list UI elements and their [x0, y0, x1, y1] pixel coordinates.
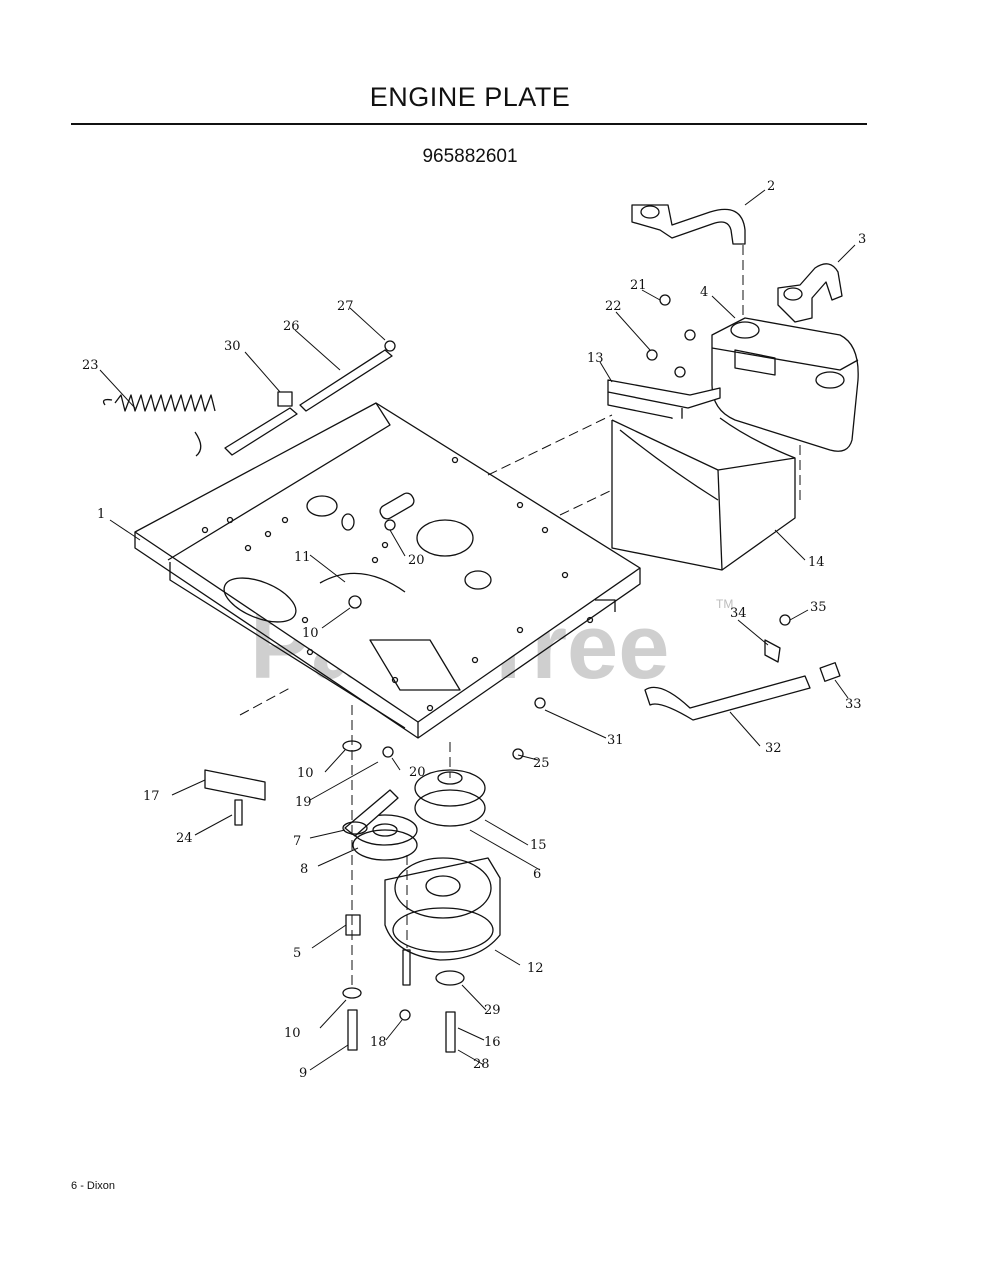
callout-23: 23 — [82, 358, 99, 373]
callout-30: 30 — [224, 339, 241, 354]
exhaust-pipe-part — [631, 204, 843, 323]
callout-25: 25 — [533, 756, 550, 771]
callout-12: 12 — [527, 961, 544, 976]
callout-31: 31 — [607, 733, 624, 748]
callout-20-top: 20 — [408, 553, 425, 568]
page-title: ENGINE PLATE — [369, 82, 571, 112]
pivot-rod-part — [224, 340, 396, 456]
callout-10-bottom: 10 — [284, 1026, 301, 1041]
callout-35: 35 — [810, 600, 827, 615]
electric-clutch-part — [384, 857, 501, 961]
washers-and-bolts — [204, 294, 791, 1053]
muffler-part — [711, 317, 859, 452]
callout-21: 21 — [630, 278, 647, 293]
callout-24: 24 — [176, 831, 193, 846]
callout-9: 9 — [299, 1066, 307, 1081]
footer-brand: Dixon — [86, 1180, 116, 1192]
callout-4: 4 — [700, 285, 708, 300]
callout-19: 19 — [295, 795, 312, 810]
callout-labels: 1 2 3 4 5 6 7 8 9 10 10 10 11 12 13 14 1… — [82, 179, 866, 1081]
title-rule — [71, 123, 867, 125]
page-footer: 6 - Dixon — [71, 1180, 115, 1192]
callout-22: 22 — [605, 299, 622, 314]
engine-plate-part — [134, 402, 641, 739]
callout-1: 1 — [97, 507, 105, 522]
callout-2: 2 — [767, 179, 775, 194]
drive-pulley-part — [414, 769, 486, 827]
callout-10-middle: 10 — [297, 766, 314, 781]
callout-5: 5 — [293, 946, 301, 961]
spring-part — [102, 394, 216, 457]
callout-28: 28 — [473, 1057, 490, 1072]
footer-separator: - — [80, 1180, 84, 1192]
callout-leader-lines — [99, 189, 856, 1071]
callout-14: 14 — [808, 555, 825, 570]
callout-34: 34 — [730, 606, 747, 621]
callout-3: 3 — [858, 232, 866, 247]
callout-32: 32 — [765, 741, 782, 756]
callout-33: 33 — [845, 697, 862, 712]
callout-6: 6 — [533, 867, 541, 882]
callout-20-bottom: 20 — [409, 765, 426, 780]
heat-shield-part — [611, 417, 796, 571]
callout-17: 17 — [143, 789, 160, 804]
callout-16: 16 — [484, 1035, 501, 1050]
watermark-trademark: TM — [716, 597, 733, 611]
callout-18: 18 — [370, 1035, 387, 1050]
callout-26: 26 — [283, 319, 300, 334]
part-number: 965882601 — [422, 146, 518, 167]
footer-page-number: 6 — [71, 1180, 78, 1192]
callout-7: 7 — [293, 834, 301, 849]
callout-27: 27 — [337, 299, 354, 314]
callout-13: 13 — [587, 351, 604, 366]
fuel-hose-part — [644, 639, 841, 721]
center-lines — [239, 245, 801, 990]
callout-8: 8 — [300, 862, 308, 877]
callout-10-top: 10 — [302, 626, 319, 641]
callout-29: 29 — [484, 1003, 501, 1018]
callout-15: 15 — [530, 838, 547, 853]
callout-11: 11 — [294, 550, 311, 565]
